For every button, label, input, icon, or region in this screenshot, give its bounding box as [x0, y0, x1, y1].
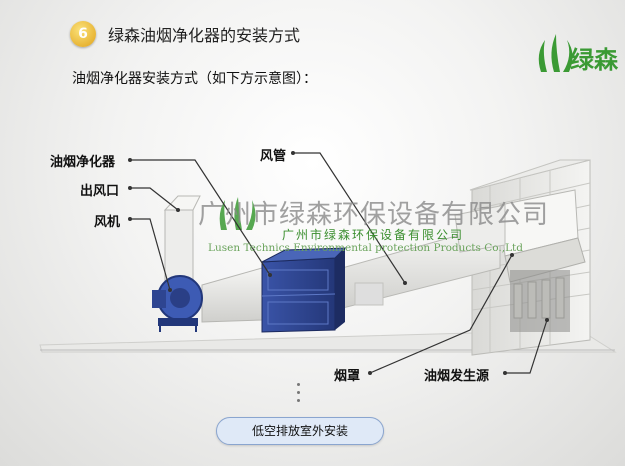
step-badge: 6 — [70, 21, 96, 47]
label-duct: 风管 — [260, 149, 287, 164]
watermark-company-cn-small: 广州市绿森环保设备有限公司 — [282, 228, 465, 242]
page-subtitle: 油烟净化器安装方式（如下方示意图）： — [72, 71, 317, 87]
label-hood: 烟罩 — [334, 369, 361, 384]
duct — [334, 204, 506, 311]
dotted-connector — [297, 383, 300, 407]
watermark-company-cn: 广州市绿森环保设备有限公司 — [198, 200, 550, 230]
caption-cloud: 低空排放室外安装 — [216, 417, 384, 445]
label-outlet: 出风口 — [80, 184, 120, 199]
label-purifier: 油烟净化器 — [50, 155, 116, 170]
label-source: 油烟发生源 — [424, 369, 490, 384]
brand-logo-icon — [538, 34, 573, 72]
page-title: 绿森油烟净化器的安装方式 — [108, 26, 301, 45]
range-hood — [499, 189, 586, 332]
fan — [152, 195, 203, 332]
purifier-unit — [201, 247, 347, 333]
watermark-logo — [219, 197, 256, 230]
label-fan: 风机 — [94, 215, 121, 230]
brand-logo-text: 绿森 — [570, 46, 618, 74]
watermark-company-en: Lusen Technics Environmental protection … — [208, 242, 523, 254]
